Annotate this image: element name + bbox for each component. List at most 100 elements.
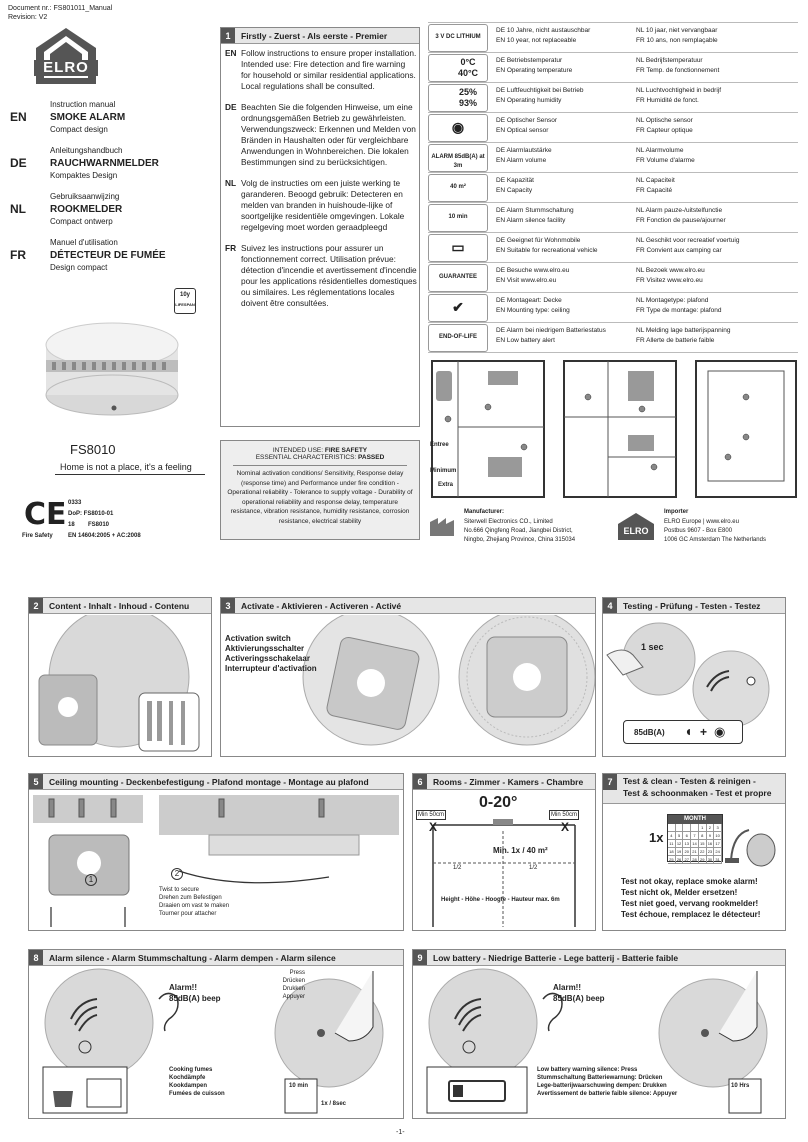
spec-fr: FR Visitez www.elro.eu bbox=[636, 276, 703, 284]
activation-label: Interrupteur d'activation bbox=[225, 664, 317, 673]
alarm-silence-diagram-icon bbox=[42, 968, 384, 1114]
spec-icon-label: 10 min bbox=[448, 214, 468, 220]
cert-standard: EN 14604:2005 + AC:2008 bbox=[68, 533, 141, 539]
calendar-day: 3 bbox=[714, 824, 722, 832]
ceiling-mounting-diagram-icon bbox=[33, 795, 399, 927]
product-slogan: Home is not a place, it's a feeling bbox=[60, 462, 192, 472]
calendar-day: 1 bbox=[698, 824, 707, 832]
alarm-callout: Alarm!! 85dB(A) beep bbox=[169, 982, 221, 1004]
para-text: Follow instructions to ensure proper ins… bbox=[241, 48, 417, 91]
product-image bbox=[40, 290, 190, 430]
manufacturer-line: No.666 Qingfeng Road, Jiangbei District, bbox=[464, 528, 573, 534]
test-result-box: 85dB(A) ◖ + ◉ bbox=[623, 720, 743, 744]
calendar-day bbox=[675, 824, 684, 832]
spec-icon-label: 3 V DC LITHIUM bbox=[435, 34, 481, 40]
spec-fr: FR Allerte de batterie faible bbox=[636, 336, 715, 344]
importer-logo-text: ELRO bbox=[623, 526, 649, 536]
calendar-day bbox=[683, 824, 692, 832]
language-block-fr: Manuel d'utilisation FR DÉTECTEUR DE FUM… bbox=[10, 238, 210, 284]
section-title: Content - Inhalt - Inhoud - Contenu bbox=[49, 601, 190, 611]
press-line: Drücken bbox=[282, 978, 305, 984]
importer-line: 1006 GC Amsterdam The Netherlands bbox=[664, 537, 766, 543]
section-number: 9 bbox=[413, 950, 427, 965]
para-lang: EN bbox=[225, 48, 237, 58]
importer-line: Postbus 9607 - Box E800 bbox=[664, 528, 733, 534]
press-line: Appuyer bbox=[282, 994, 305, 1000]
calendar-month: MONTH bbox=[668, 815, 722, 824]
document-revision: Revision: V2 bbox=[8, 14, 48, 21]
slope-angle: 0-20° bbox=[479, 794, 518, 811]
calendar-day: 29 bbox=[698, 856, 707, 864]
intended-use-prefix: INTENDED USE: bbox=[272, 447, 325, 454]
lang-sub: Anleitungshandbuch bbox=[50, 146, 123, 155]
spec-de-en: DE Alarm Stummschaltung EN Alarm silence … bbox=[496, 206, 636, 225]
spec-nl: NL Alarmvolume bbox=[636, 147, 684, 154]
language-block-nl: Gebruiksaanwijzing NL ROOKMELDER Compact… bbox=[10, 192, 210, 238]
section-number: 2 bbox=[29, 598, 43, 613]
manufacturer-line: Siterwell Electronics CO., Limited bbox=[464, 519, 553, 525]
spec-row: 3 V DC LITHIUM DE 10 Jahre, nicht austaus… bbox=[428, 23, 798, 53]
importer-logo: ELRO bbox=[614, 512, 658, 542]
section-test-clean: 7 Test & clean - Testen & reinigen - Tes… bbox=[602, 773, 786, 931]
test-frequency: 1x bbox=[649, 830, 664, 845]
blink-rate: 1x / 8sec bbox=[321, 1101, 347, 1107]
coverage-rule: Min. 1x / 40 m² bbox=[493, 846, 548, 855]
cooking-fumes-labels: Cooking fumes Kochdämpfe Kookdampen Fumé… bbox=[169, 1066, 225, 1098]
spec-en: EN Operating temperature bbox=[496, 66, 573, 74]
section-title: Firstly - Zuerst - Als eerste - Premier bbox=[241, 31, 388, 41]
calendar-day: 18 bbox=[668, 848, 676, 856]
calendar-day: 16 bbox=[706, 840, 715, 848]
essential-characteristics-prefix: ESSENTIAL CHARACTERISTICS: bbox=[255, 454, 359, 461]
calendar-day: 4 bbox=[668, 832, 676, 840]
ce-certification: CE 0333 DoP: FS8010-01 18 FS8010 Fire Sa… bbox=[20, 495, 220, 545]
calendar-day: 20 bbox=[683, 848, 692, 856]
section-number: 5 bbox=[29, 774, 43, 789]
spec-nl: NL Montagetype: plafond bbox=[636, 297, 709, 304]
lang-design: Compact design bbox=[50, 125, 108, 134]
silence-line: Stummschaltung Batteriewarnung: Drücken bbox=[537, 1075, 663, 1081]
spec-en: EN Alarm silence facility bbox=[496, 216, 566, 224]
eye-icon: ◉ bbox=[714, 724, 726, 739]
manufacturer-title: Manufacturer: bbox=[464, 509, 505, 515]
spec-nl: NL Alarm pauze-/uitstelfunctie bbox=[636, 207, 723, 214]
alarm-line: 85dB(A) beep bbox=[169, 994, 221, 1003]
activation-switch-labels: Activation switch Aktivierungsschalter A… bbox=[225, 634, 317, 674]
spec-icon-label: GUARANTEE bbox=[438, 274, 477, 280]
smoke-detector-icon bbox=[45, 322, 179, 416]
para-lang: FR bbox=[225, 243, 237, 253]
slogan-underline bbox=[55, 474, 205, 475]
activation-label: Activation switch bbox=[225, 634, 291, 643]
calendar-day: 13 bbox=[683, 840, 692, 848]
snooze-duration: 10 Hrs bbox=[731, 1083, 750, 1089]
characteristics-body: Nominal activation conditions/ Sensitivi… bbox=[227, 470, 413, 525]
alarm-line: Alarm!! bbox=[169, 983, 198, 992]
calendar-day: 28 bbox=[691, 856, 699, 864]
spec-nl: NL 10 jaar, niet vervangbaar bbox=[636, 27, 718, 34]
calendar-day: 19 bbox=[675, 848, 684, 856]
test-button-diagram-icon bbox=[606, 622, 770, 728]
pause-icon: 10 min bbox=[428, 204, 488, 232]
factory-icon bbox=[430, 518, 454, 536]
intended-use-value: FIRE SAFETY bbox=[324, 447, 368, 454]
spec-fr: FR Capacité bbox=[636, 186, 673, 194]
elro-logo-mark-icon bbox=[36, 28, 96, 84]
guarantee-icon: GUARANTEE bbox=[428, 264, 488, 292]
lang-code: EN bbox=[10, 110, 27, 124]
spec-de: DE Alarm Stummschaltung bbox=[496, 207, 574, 214]
